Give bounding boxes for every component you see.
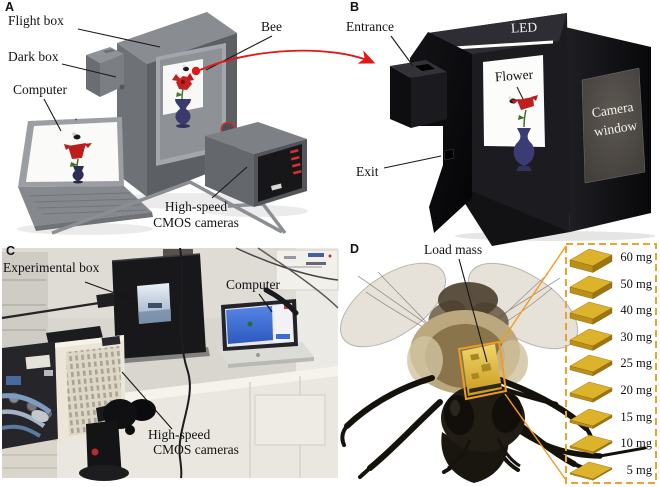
cmos-camera-render bbox=[205, 122, 307, 207]
panel-c-art bbox=[1, 247, 339, 481]
load-mass-on-bee bbox=[462, 344, 502, 396]
mass-plates bbox=[569, 248, 613, 481]
panel-d-tag: D bbox=[350, 242, 360, 256]
bee-in-box bbox=[183, 66, 189, 72]
panel-d-art bbox=[340, 243, 657, 484]
cameras-label-c-line2: CMOS cameras bbox=[153, 442, 239, 457]
flight-box-label: Flight box bbox=[8, 13, 64, 28]
callout-line-bottom bbox=[504, 393, 567, 481]
panel-b-art bbox=[383, 13, 655, 246]
cameras-label-a-line1: High-speed bbox=[164, 199, 228, 214]
callout-line-top bbox=[498, 245, 567, 346]
mass-set-box bbox=[565, 243, 657, 484]
lab-laptop bbox=[218, 299, 314, 368]
vase-b bbox=[513, 128, 535, 171]
mass-label-25mg: 25 mg bbox=[620, 356, 652, 370]
mass-label-10mg: 10 mg bbox=[620, 436, 652, 450]
computer-label-a: Computer bbox=[13, 82, 67, 97]
load-highlight-box bbox=[457, 340, 508, 401]
camera-cable bbox=[51, 180, 283, 235]
panel-c-leaders bbox=[84, 281, 273, 430]
entrance-box bbox=[390, 60, 447, 128]
mass-label-15mg: 15 mg bbox=[620, 410, 652, 424]
cameras-label-c-line1: High-speed bbox=[148, 427, 211, 442]
panel-b-tag: B bbox=[350, 0, 360, 14]
mass-label-40mg: 40 mg bbox=[620, 303, 652, 317]
laptop bbox=[18, 117, 153, 231]
bee-label: Bee bbox=[261, 19, 282, 34]
panel-a-tag: A bbox=[5, 0, 15, 14]
panel-c-tag: C bbox=[6, 244, 16, 258]
load-mass-label: Load mass bbox=[424, 242, 483, 257]
tripod bbox=[79, 399, 156, 481]
mass-label-60mg: 60 mg bbox=[620, 250, 652, 264]
bee-transfer-arrow bbox=[199, 49, 376, 71]
exit-hole bbox=[443, 148, 455, 161]
computer-label-c: Computer bbox=[226, 277, 280, 292]
mass-label-5mg: 5 mg bbox=[626, 463, 652, 477]
experimental-box-label: Experimental box bbox=[3, 260, 100, 275]
bee-marker-dot bbox=[191, 66, 201, 76]
entrance-hole bbox=[415, 64, 435, 71]
dark-box-label: Dark box bbox=[8, 49, 59, 64]
led-strip bbox=[446, 40, 553, 50]
exit-label: Exit bbox=[356, 164, 379, 179]
mass-label-20mg: 20 mg bbox=[620, 383, 652, 397]
flower-in-b bbox=[508, 95, 538, 128]
flower-in-flight-box bbox=[172, 64, 194, 128]
led-label: LED bbox=[510, 19, 538, 36]
entrance-label: Entrance bbox=[346, 19, 394, 34]
mass-label-30mg: 30 mg bbox=[620, 330, 652, 344]
panel-b-leaders bbox=[383, 35, 442, 169]
mass-label-50mg: 50 mg bbox=[620, 277, 652, 291]
panel-a-art bbox=[17, 12, 376, 235]
cameras-label-a-line2: CMOS cameras bbox=[153, 215, 239, 230]
camera-window bbox=[581, 67, 646, 184]
